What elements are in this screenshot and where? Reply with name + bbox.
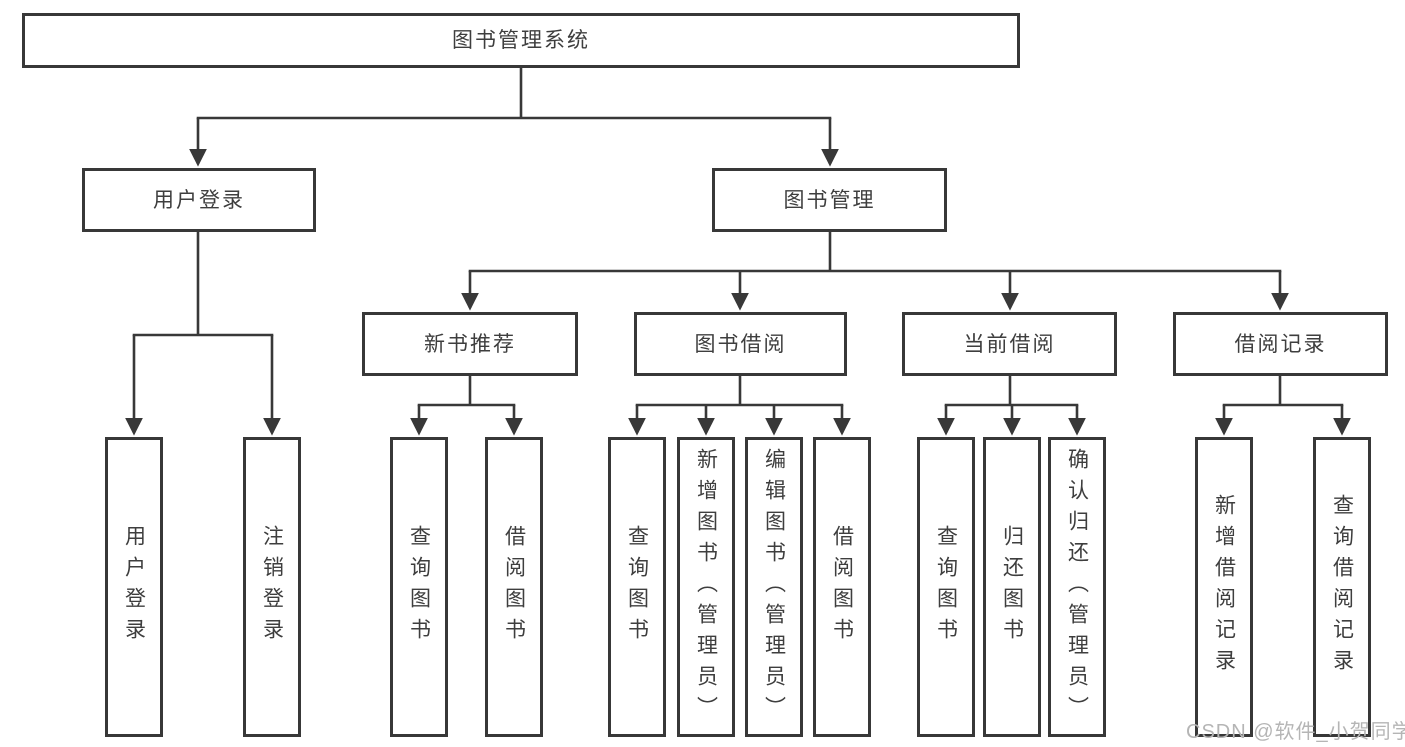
leaf-add-borrow-record: 新增借阅记录 [1195, 437, 1253, 737]
leaf-query-books-borrowing: 查询图书 [608, 437, 666, 737]
leaf-query-books-current: 查询图书 [917, 437, 975, 737]
leaf-query-books-recommend: 查询图书 [390, 437, 448, 737]
node-borrowing-records: 借阅记录 [1173, 312, 1388, 376]
leaf-return-book: 归还图书 [983, 437, 1041, 737]
leaf-add-book-admin: 新增图书（管理员） [677, 437, 735, 737]
leaf-user-login: 用户登录 [105, 437, 163, 737]
leaf-logout: 注销登录 [243, 437, 301, 737]
csdn-watermark: CSDN @软件_小贺同学 [1186, 721, 1405, 743]
leaf-confirm-return-admin: 确认归还（管理员） [1048, 437, 1106, 737]
node-current-borrowing: 当前借阅 [902, 312, 1117, 376]
node-book-management: 图书管理 [712, 168, 947, 232]
leaf-edit-book-admin: 编辑图书（管理员） [745, 437, 803, 737]
node-new-book-recommendation: 新书推荐 [362, 312, 578, 376]
node-library-management-system: 图书管理系统 [22, 13, 1020, 68]
leaf-borrow-books-recommend: 借阅图书 [485, 437, 543, 737]
node-user-login: 用户登录 [82, 168, 316, 232]
node-book-borrowing: 图书借阅 [634, 312, 847, 376]
leaf-query-borrow-record: 查询借阅记录 [1313, 437, 1371, 737]
leaf-borrow-books-borrowing: 借阅图书 [813, 437, 871, 737]
